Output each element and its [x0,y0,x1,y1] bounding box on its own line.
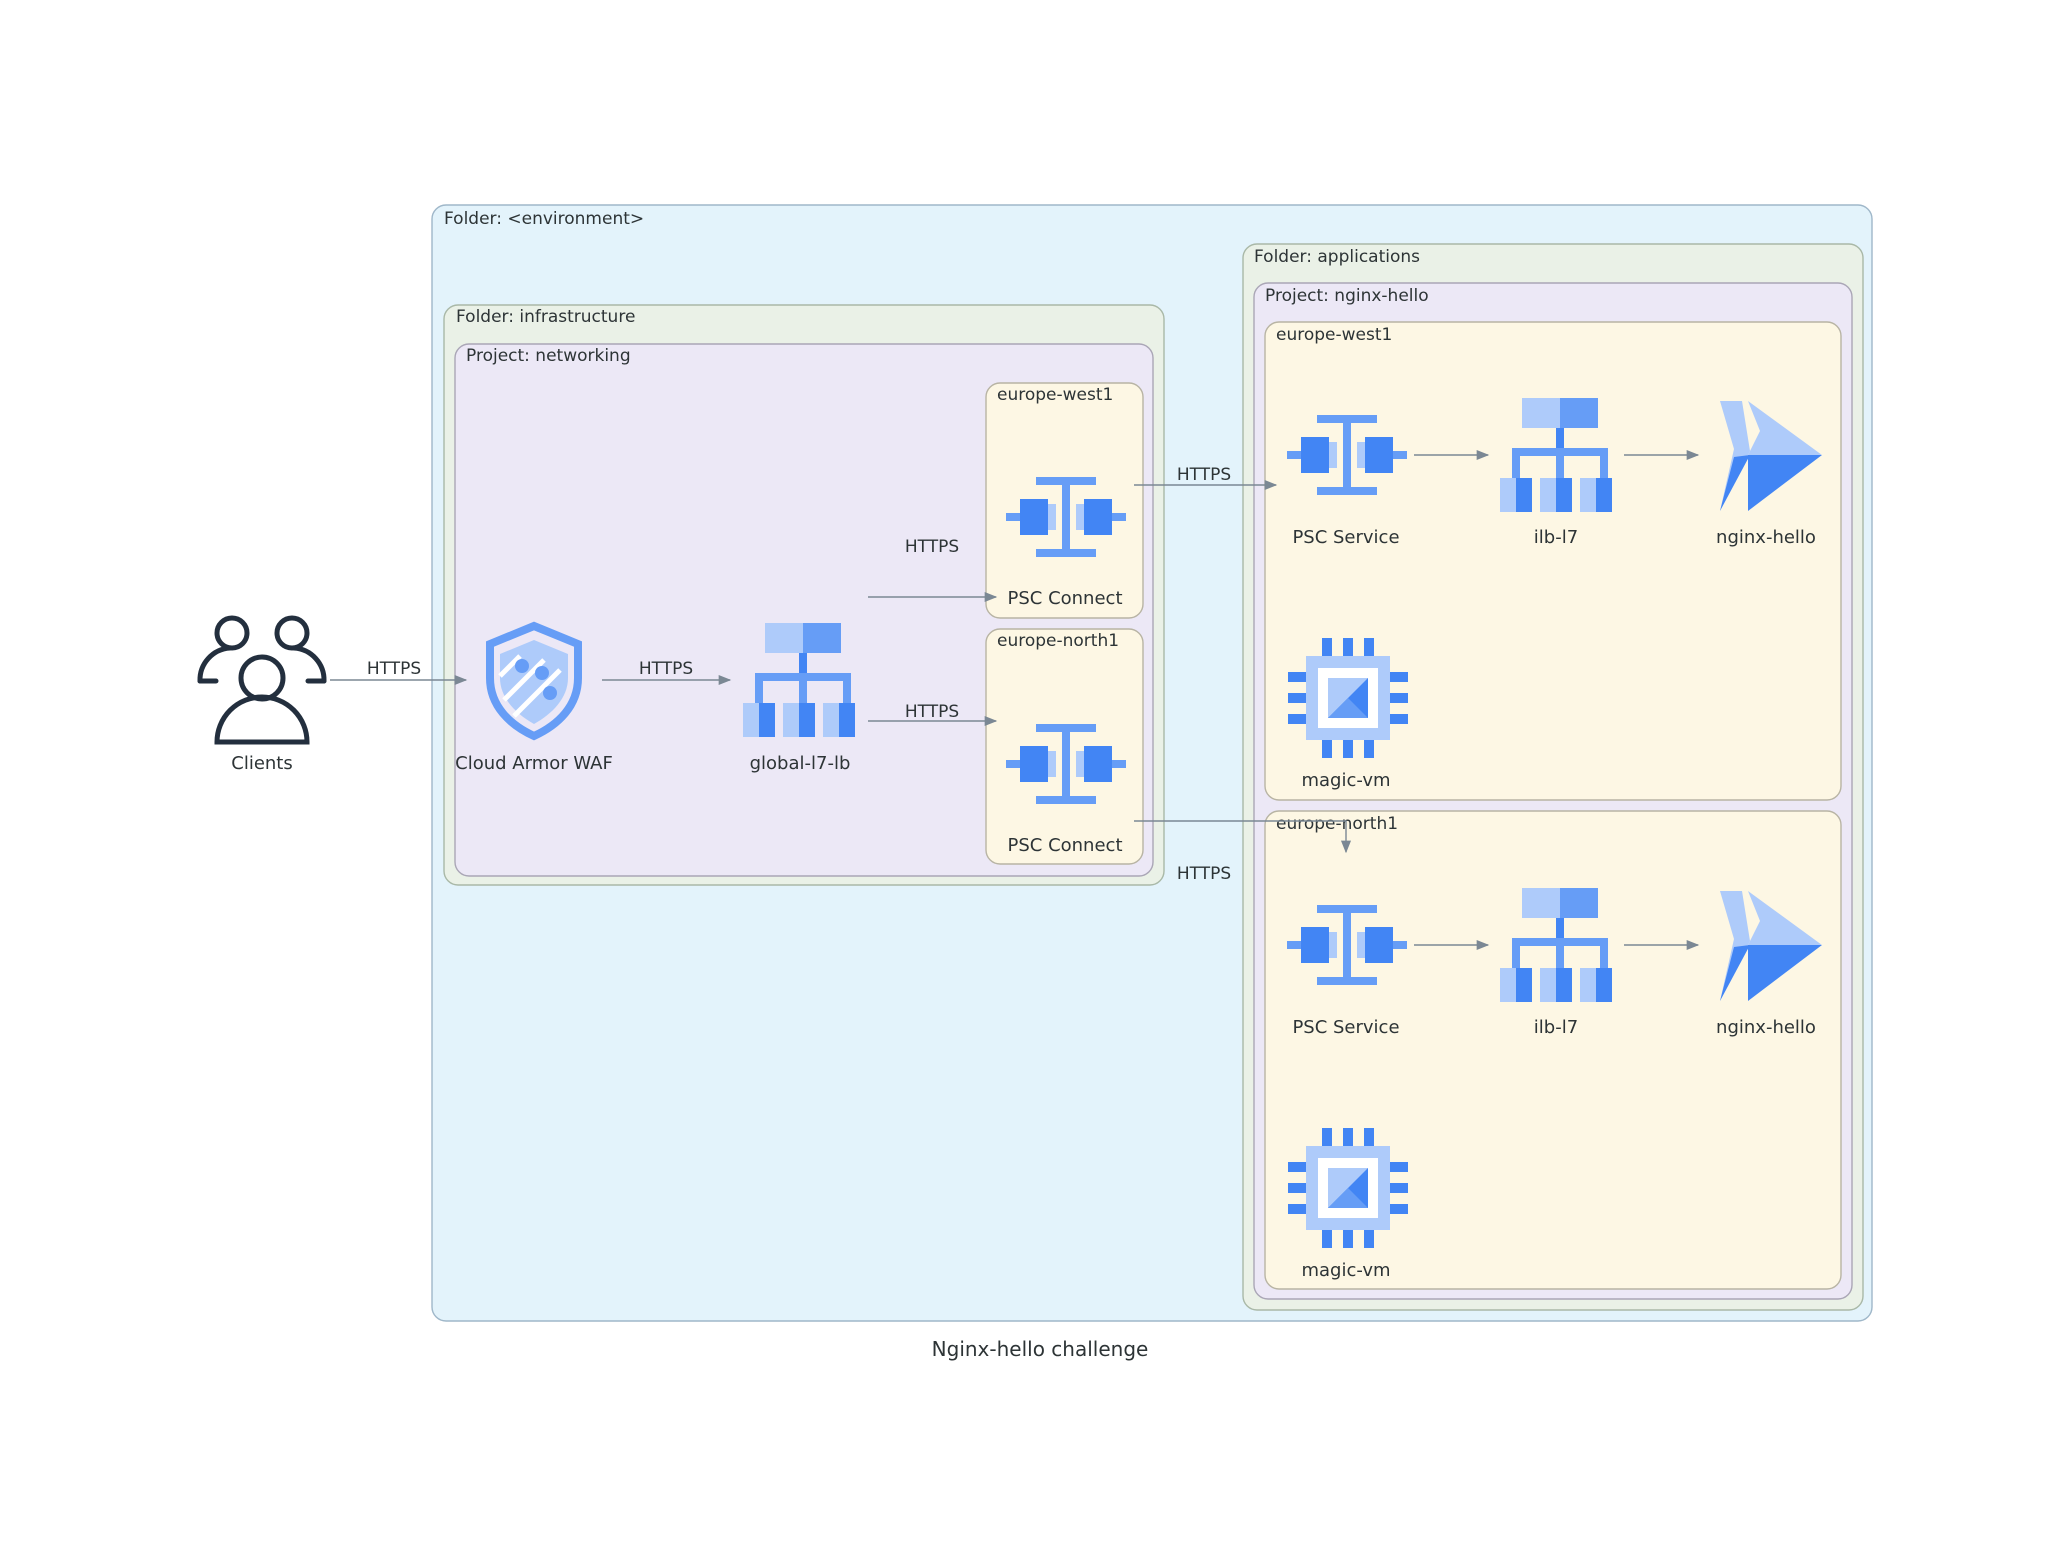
edge-glb-psc-connect-west: HTTPS [868,537,998,603]
node-cloud-armor-waf-label: Cloud Armor WAF [455,753,613,774]
cluster-infrastructure-label: Folder: infrastructure [456,307,635,327]
cluster-app-europe-west1: europe-west1 [1264,321,1842,801]
node-nginx-hello-west-label: nginx-hello [1716,527,1816,548]
cluster-app-europe-west1-label: europe-west1 [1276,325,1392,345]
node-magic-vm-west-label: magic-vm [1301,770,1390,791]
node-magic-vm-north-label: magic-vm [1301,1260,1390,1281]
node-psc-connect-west[interactable]: PSC Connect [1006,477,1126,609]
edge-clients-waf: HTTPS [330,659,468,686]
node-magic-vm-west[interactable]: magic-vm [1288,638,1408,791]
node-nginx-hello-north-label: nginx-hello [1716,1017,1816,1038]
node-global-l7-lb-label: global-l7-lb [750,753,851,774]
node-psc-connect-west-label: PSC Connect [1008,588,1123,609]
cluster-app-europe-north1: europe-north1 [1264,810,1842,1290]
users-icon [197,615,327,745]
cluster-project-nginx-hello-label: Project: nginx-hello [1265,286,1429,306]
node-ilb-l7-west-label: ilb-l7 [1534,527,1578,548]
node-psc-service-north-label: PSC Service [1292,1017,1399,1038]
cluster-applications-label: Folder: applications [1254,247,1420,267]
node-magic-vm-north[interactable]: magic-vm [1288,1128,1408,1281]
edge-label: HTTPS [1177,465,1231,485]
cluster-app-europe-north1-label: europe-north1 [1276,814,1398,834]
edge-label: HTTPS [905,537,959,557]
cluster-project-networking: Project: networking [454,343,1154,877]
edge-psc-connect-west-psc-service-west: HTTPS [1134,465,1278,491]
edge-waf-glb: HTTPS [602,659,732,686]
node-nginx-hello-west[interactable]: nginx-hello [1716,401,1822,548]
node-psc-service-west[interactable]: PSC Service [1287,415,1407,548]
node-ilb-l7-west[interactable]: ilb-l7 [1500,398,1612,548]
node-psc-service-north[interactable]: PSC Service [1287,905,1407,1038]
node-nginx-hello-north[interactable]: nginx-hello [1716,891,1822,1038]
edge-label: HTTPS [905,702,959,722]
node-ilb-l7-north-label: ilb-l7 [1534,1017,1578,1038]
node-ilb-l7-north[interactable]: ilb-l7 [1500,888,1612,1038]
node-clients[interactable]: Clients [197,615,327,774]
node-psc-service-west-label: PSC Service [1292,527,1399,548]
cluster-net-europe-north1-label: europe-north1 [997,631,1119,651]
node-cloud-armor-waf[interactable]: Cloud Armor WAF [455,621,613,774]
edge-psc-connect-north-psc-service-north: HTTPS [1134,820,1352,884]
node-global-l7-lb[interactable]: global-l7-lb [743,623,855,774]
edge-label: HTTPS [639,659,693,679]
cloud-armor-icon [486,621,582,741]
cluster-environment-label: Folder: <environment> [444,209,644,229]
edge-glb-psc-connect-north: HTTPS [868,702,998,727]
compute-engine-icon [1288,638,1408,758]
cluster-net-europe-west1-label: europe-west1 [997,385,1113,405]
node-psc-connect-north[interactable]: PSC Connect [1006,724,1126,856]
node-psc-connect-north-label: PSC Connect [1008,835,1123,856]
edge-label: HTTPS [367,659,421,679]
node-clients-label: Clients [231,753,293,774]
cluster-project-networking-label: Project: networking [466,346,631,366]
edge-label: HTTPS [1177,864,1231,884]
diagram-title: Nginx-hello challenge [932,1337,1149,1361]
compute-engine-icon [1288,1128,1408,1248]
